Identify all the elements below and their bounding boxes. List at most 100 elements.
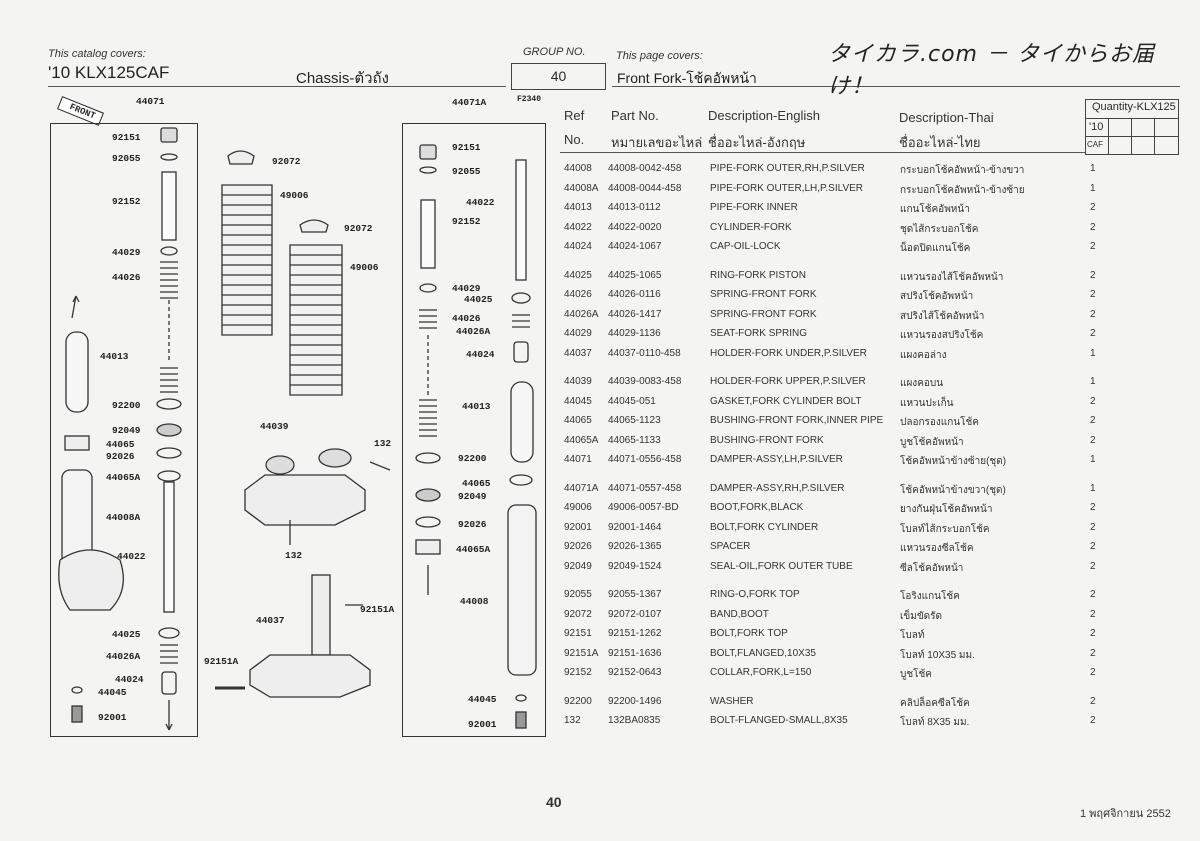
quantity-cell: 2 <box>1090 434 1096 446</box>
desc-th-cell: กระบอกโช้คอัพหน้า-ข้างขวา <box>900 165 1025 176</box>
part-no-cell: 44037-0110-458 <box>608 347 681 359</box>
desc-en-cell: BAND,BOOT <box>710 608 769 620</box>
part-no-cell: 44065-1123 <box>608 415 661 426</box>
ref-cell: 44045 <box>564 395 592 407</box>
page-covers-label: This page covers: <box>616 50 703 62</box>
part-no-cell: 132BA0835 <box>608 715 661 726</box>
desc-th-cell: น็อตปิดแกนโช้ค <box>900 243 971 254</box>
part-no-cell: 92152-0643 <box>608 667 662 678</box>
section-name: Chassis-ตัวถัง <box>296 70 389 87</box>
desc-en-cell: SEAT-FORK SPRING <box>710 328 808 339</box>
desc-en-cell: SPACER <box>710 541 751 552</box>
quantity-cell: 2 <box>1090 589 1096 600</box>
brand-watermark: タイカラ.com － タイからお届け！ <box>828 42 1155 99</box>
quantity-cell: 2 <box>1090 521 1096 533</box>
ref-cell: 92200 <box>564 695 592 707</box>
desc-en-cell: HOLDER-FORK UNDER,P.SILVER <box>710 347 867 359</box>
diagram-label: 92026 <box>106 451 135 462</box>
desc-en-cell: CAP-OIL-LOCK <box>710 241 781 252</box>
diagram-drawing <box>58 127 537 731</box>
diagram-label: 44039 <box>260 421 289 432</box>
part-no-cell: 44024-1067 <box>608 241 662 252</box>
quantity-cell: 2 <box>1090 328 1096 339</box>
quantity-cell: 2 <box>1090 289 1096 300</box>
diagram-label: 44008 <box>460 596 489 607</box>
desc-en-cell: HOLDER-FORK UPPER,P.SILVER <box>710 376 866 387</box>
part-no-cell: 44029-1136 <box>608 328 661 339</box>
diagram-label: 44071 <box>136 96 165 107</box>
desc-en-cell: RING-O,FORK TOP <box>710 589 800 600</box>
desc-th-cell: เข็มขัดรัด <box>900 610 943 622</box>
part-no-cell: 44013-0112 <box>608 202 661 213</box>
desc-th-cell: โบลท์ไส้กระบอกโช้ค <box>900 523 990 535</box>
page-number: 40 <box>546 794 562 810</box>
desc-th-cell: แหวนรองสปริงโช้ค <box>900 330 984 341</box>
desc-en-cell: BOLT,FLANGED,10X35 <box>710 647 816 659</box>
desc-th-cell: โช้คอัพหน้าข้างซ้าย(ชุด) <box>900 456 1007 467</box>
quantity-cell: 2 <box>1090 202 1096 213</box>
part-no-cell: 44026-0116 <box>608 289 661 300</box>
diagram-label: 132 <box>374 438 392 449</box>
diagram-label: 44026A <box>456 326 491 337</box>
diagram-label: 92049 <box>458 491 487 502</box>
diagram-label: 92152 <box>452 216 481 227</box>
desc-en-cell: PIPE-FORK OUTER,LH,P.SILVER <box>710 182 864 194</box>
ref-cell: 44026A <box>564 308 599 320</box>
diagram-label: 44008A <box>106 512 141 523</box>
part-no-cell: 44022-0020 <box>608 221 662 233</box>
ref-cell: 44013 <box>564 202 592 213</box>
ref-cell: 44022 <box>564 221 592 233</box>
col-header-desc-en-thai: ชื่ออะไหล่-อังกฤษ <box>708 135 806 150</box>
desc-th-cell: บูชโช้คอัพหน้า <box>900 436 964 448</box>
desc-en-cell: PIPE-FORK OUTER,RH,P.SILVER <box>710 163 865 174</box>
header-underline-right <box>612 86 1180 87</box>
desc-th-cell: แหวนปะเก็น <box>900 397 954 409</box>
ref-cell: 92152 <box>564 667 592 678</box>
desc-th-cell: สปริงโช้คอัพหน้า <box>900 291 974 302</box>
part-no-cell: 92151-1636 <box>608 647 662 659</box>
quantity-cell: 2 <box>1090 647 1096 659</box>
diagram-label: 44025 <box>464 294 493 305</box>
desc-th-cell: คลิปล็อคซีลโช้ค <box>900 697 970 709</box>
ref-cell: 92026 <box>564 541 592 552</box>
desc-en-cell: PIPE-FORK INNER <box>710 202 798 213</box>
ref-cell: 44029 <box>564 328 592 339</box>
ref-cell: 44071A <box>564 482 599 494</box>
quantity-divider <box>1086 136 1178 137</box>
desc-en-cell: SPRING-FRONT FORK <box>710 308 817 320</box>
part-no-cell: 44025-1065 <box>608 269 662 281</box>
ref-cell: 92055 <box>564 589 592 600</box>
print-date: 1 พฤศจิกายน 2552 <box>1080 808 1171 820</box>
diagram-label: 92055 <box>452 166 481 177</box>
col-header-ref-no: No. <box>564 132 585 147</box>
quantity-cell: 2 <box>1090 241 1096 252</box>
col-header-desc-th: Description-Thai <box>899 110 994 125</box>
desc-en-cell: GASKET,FORK CYLINDER BOLT <box>710 395 862 407</box>
ref-cell: 44037 <box>564 347 592 359</box>
diagram-label: 92200 <box>458 453 487 464</box>
catalog-covers-label: This catalog covers: <box>48 48 146 60</box>
quantity-cell: 2 <box>1090 308 1096 320</box>
desc-en-cell: BOLT,FORK TOP <box>710 628 788 639</box>
table-header-underline <box>560 152 1085 153</box>
diagram-label: 44022 <box>117 551 146 562</box>
diagram-label: 44065 <box>106 439 135 450</box>
part-no-cell: 44008-0044-458 <box>608 182 682 194</box>
diagram-label: 49006 <box>280 190 309 201</box>
part-no-cell: 49006-0057-BD <box>608 502 679 513</box>
desc-en-cell: DAMPER-ASSY,LH,P.SILVER <box>710 454 843 465</box>
quantity-cell: 2 <box>1090 628 1096 639</box>
diagram-label: 49006 <box>350 262 379 273</box>
diagram-label: 92055 <box>112 153 141 164</box>
ref-cell: 44065 <box>564 415 592 426</box>
desc-en-cell: SEAL-OIL,FORK OUTER TUBE <box>710 560 853 572</box>
ref-cell: 44025 <box>564 269 592 281</box>
quantity-divider <box>1154 118 1155 154</box>
part-no-cell: 92151-1262 <box>608 628 662 639</box>
diagram-label: 44022 <box>466 197 495 208</box>
quantity-divider <box>1108 118 1109 154</box>
part-no-cell: 92055-1367 <box>608 589 662 600</box>
quantity-divider <box>1131 118 1132 154</box>
desc-th-cell: แผงคอบน <box>900 378 944 389</box>
quantity-model: CAF <box>1087 140 1103 149</box>
